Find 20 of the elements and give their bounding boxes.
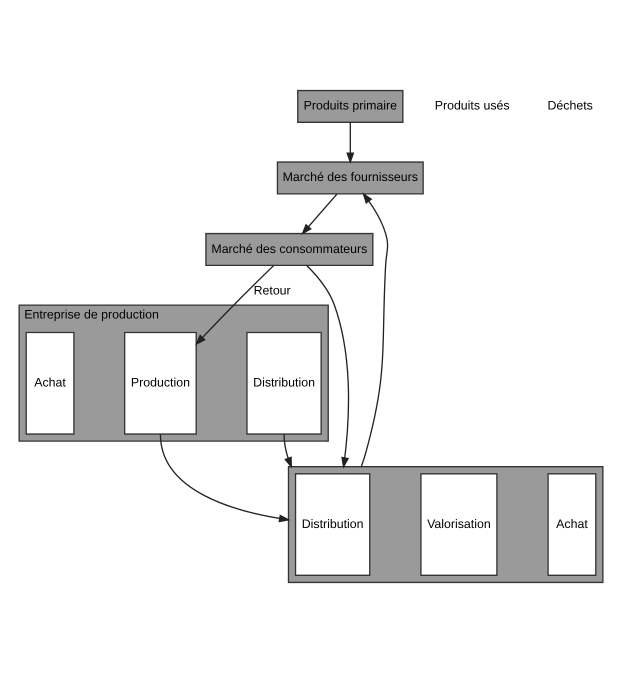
cluster (288, 466, 604, 584)
node-box: Marché des fournisseurs (276, 161, 424, 195)
node-box: Distribution (294, 473, 370, 576)
node-box: Achat (547, 473, 596, 576)
edge-label: Retour (254, 284, 291, 298)
arrow (360, 192, 388, 467)
arrow (160, 434, 290, 522)
node-box: Valorisation (420, 473, 498, 576)
node-box: Distribution (246, 332, 322, 435)
arrow (194, 265, 274, 346)
node-box: Production (124, 332, 197, 435)
label: Déchets (548, 98, 593, 113)
arrow (346, 122, 354, 164)
arrow (301, 194, 338, 235)
node-box: Achat (26, 332, 75, 435)
node-box: Produits primaire (297, 90, 404, 123)
label: Produits usés (434, 98, 510, 113)
node-box: Marché des consommateurs (205, 232, 374, 266)
arrow (283, 434, 292, 469)
arrow (306, 265, 350, 469)
